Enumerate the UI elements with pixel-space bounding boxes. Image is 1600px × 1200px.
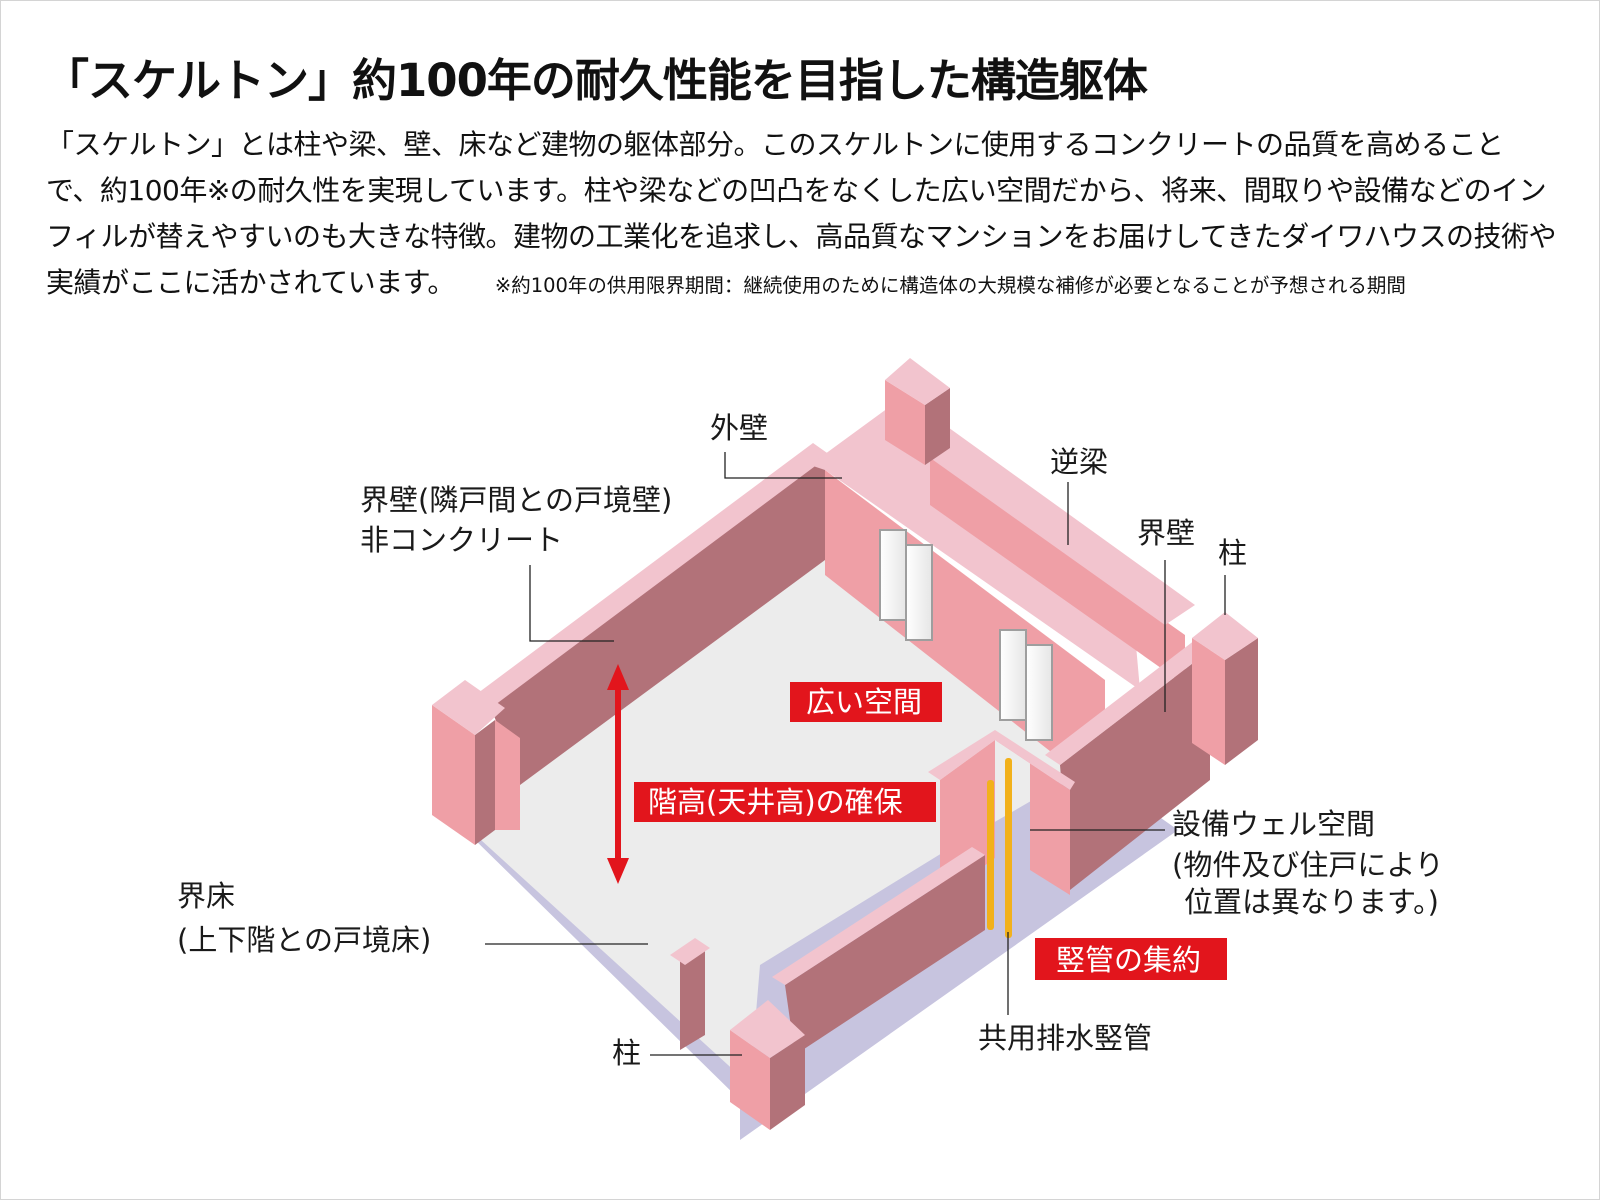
equipment-well-wall-right: [995, 740, 1070, 895]
column-front-side: [770, 1035, 805, 1130]
upturned-beam-face: [930, 455, 1185, 685]
window-sash-1: [879, 529, 907, 621]
tag-pipes: 竪管の集約: [1056, 943, 1201, 977]
column-back-side: [925, 388, 950, 465]
front-wall-stub: [680, 945, 705, 1050]
label-haisui: 共用排水竪管: [978, 1021, 1152, 1055]
floor-height-arrow-up: [607, 664, 629, 690]
label-setsubi-2: (物件及び住戸により: [1172, 848, 1444, 882]
front-wall-stub-top: [670, 938, 710, 965]
label-hashira-bottom: 柱: [612, 1036, 641, 1070]
label-kaisho-2: (上下階との戸境床): [177, 923, 431, 957]
column-left-inner: [495, 720, 520, 830]
upturned-beam-top: [912, 425, 1195, 625]
front-right-wall-top: [772, 847, 985, 985]
label-sakabari: 逆梁: [1050, 445, 1108, 479]
window-sash-2: [905, 544, 933, 641]
column-right-top: [1192, 612, 1258, 660]
tag-pipes-bg: [1035, 938, 1227, 980]
party-wall-left-top: [478, 443, 830, 705]
description: 「スケルトン」とは柱や梁、壁、床など建物の躯体部分。このスケルトンに使用するコン…: [46, 122, 1557, 309]
label-party-wall-left-2: 非コンクリート: [360, 523, 563, 557]
equipment-well-wall-top: [928, 730, 1075, 790]
party-wall-right-top: [1045, 640, 1210, 765]
tag-floor-height: 階高(天井高)の確保: [648, 785, 903, 819]
leader-party-wall-left: [529, 565, 614, 642]
column-back-top: [885, 358, 950, 405]
label-kaisho-1: 界床: [177, 879, 235, 913]
footnote: ※約100年の供用限界期間：継続使用のために構造体の大規模な補修が必要となること…: [494, 274, 1406, 297]
leader-gaiheki: [724, 452, 842, 479]
outer-wall-top: [810, 405, 1140, 690]
label-setsubi-1: 設備ウェル空間: [1172, 807, 1375, 841]
column-left-side: [475, 720, 495, 845]
party-wall-left-face: [490, 455, 825, 785]
label-gaiheki: 外壁: [710, 411, 768, 445]
tag-wide-space: 広い空間: [806, 685, 922, 719]
leader-lines: [485, 452, 1226, 1056]
drain-pipe-1: [987, 780, 994, 930]
label-kaiheki: 界壁: [1137, 516, 1195, 550]
column-front-top: [730, 1000, 805, 1058]
column-back-front: [885, 380, 925, 465]
description-text: 「スケルトン」とは柱や梁、壁、床など建物の躯体部分。このスケルトンに使用するコン…: [46, 128, 1557, 299]
window-sash-3: [999, 629, 1027, 721]
label-party-wall-left-1: 界壁(隣戸間との戸境壁): [360, 483, 672, 517]
label-hashira-right: 柱: [1218, 536, 1247, 570]
page-title: 「スケルトン」約100年の耐久性能を目指した構造躯体: [44, 54, 1148, 107]
tag-wide-space-bg: [790, 682, 942, 722]
floor-height-arrow-down: [607, 858, 629, 884]
column-left-front: [432, 705, 475, 845]
column-right-front: [1192, 638, 1225, 765]
column-left-top: [432, 680, 505, 735]
label-setsubi-3: 位置は異なります。): [1184, 885, 1439, 919]
drain-pipe-2: [1005, 758, 1012, 938]
column-right-side: [1225, 638, 1258, 765]
window-sash-4: [1025, 644, 1053, 741]
front-right-wall-face: [785, 855, 985, 1055]
tag-floor-height-bg: [634, 782, 936, 822]
